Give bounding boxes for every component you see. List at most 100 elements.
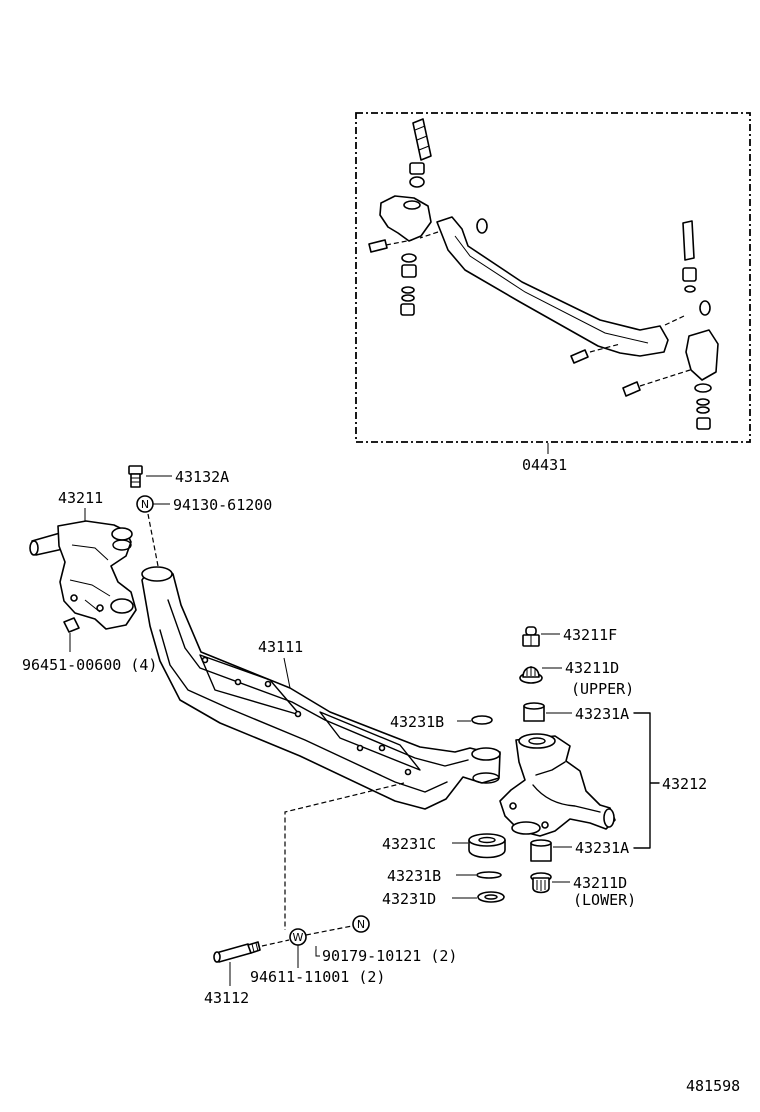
washer-nut-dash bbox=[305, 925, 353, 936]
fitting bbox=[522, 626, 540, 647]
label-bolt-left: 96451-00600 (4) bbox=[22, 656, 157, 674]
inset-assembly: 04431 bbox=[355, 112, 751, 474]
label-knuckle-left: 43211 bbox=[58, 489, 103, 507]
label-bolt-top: 43132A bbox=[175, 468, 229, 486]
bushing-lower bbox=[530, 839, 552, 862]
nut-pin-leader bbox=[315, 946, 320, 957]
inset-bolt-right bbox=[622, 381, 641, 397]
cap-lower-ribs bbox=[536, 880, 546, 891]
inset-cap-left bbox=[409, 176, 425, 188]
inset-axle-beam-flange bbox=[454, 235, 649, 344]
inset-ring-right bbox=[684, 285, 696, 293]
knuckle-right-arm bbox=[532, 761, 601, 813]
inset-assembly-label: 04431 bbox=[522, 456, 567, 474]
inset-bushing-right bbox=[682, 267, 697, 282]
inset-bushing-left-2 bbox=[401, 264, 417, 278]
inset-king-pin-left-lines bbox=[414, 125, 430, 151]
inset-ring-left-1 bbox=[401, 253, 417, 263]
label-nut-top: 94130-61200 bbox=[173, 496, 272, 514]
knuckle-right-bracket bbox=[633, 712, 660, 849]
inset-washer-right-3 bbox=[696, 406, 710, 414]
knuckle-right-lower-boss bbox=[511, 821, 541, 835]
pin-dash bbox=[261, 939, 290, 947]
bolt-top-shank bbox=[130, 473, 141, 488]
axle-beam-outline bbox=[141, 568, 501, 810]
label-beam: 43111 bbox=[258, 638, 303, 656]
bolt-left bbox=[63, 617, 80, 633]
axle-beam-hole-4 bbox=[294, 710, 302, 718]
inset-ring-top bbox=[476, 218, 488, 234]
knuckle-right-spindle-end bbox=[603, 808, 615, 828]
bushing-upper bbox=[523, 702, 545, 722]
inset-frame bbox=[355, 112, 751, 443]
inset-king-pin-left bbox=[412, 118, 432, 161]
inset-dash-right bbox=[639, 369, 691, 387]
label-bushing-lower: 43231A bbox=[575, 839, 629, 857]
label-cap-lower-note: (LOWER) bbox=[573, 891, 636, 909]
washer-outer bbox=[477, 891, 505, 903]
shim-lower bbox=[476, 871, 502, 879]
inset-bolt-center bbox=[570, 349, 589, 364]
axle-beam-right-boss bbox=[471, 747, 501, 761]
knuckle-right-upper-boss bbox=[518, 733, 556, 749]
fitting-tip bbox=[525, 626, 537, 636]
inset-ring-left-3 bbox=[401, 294, 415, 302]
inset-dash-center bbox=[589, 315, 685, 353]
shim-upper bbox=[471, 715, 493, 725]
inset-bushing-right-2 bbox=[696, 417, 711, 430]
label-washer-pin: 94611-11001 (2) bbox=[250, 968, 385, 986]
nut-pin-mark-circle bbox=[352, 915, 370, 933]
pin-body bbox=[215, 943, 252, 963]
label-cap-upper-note: (UPPER) bbox=[571, 680, 634, 698]
axle-beam-hole-1 bbox=[201, 656, 209, 664]
nut-top-dash bbox=[147, 513, 159, 567]
axle-beam-right-boss-bottom bbox=[472, 772, 500, 784]
label-shim-upper: 43231B bbox=[390, 713, 444, 731]
knuckle-left-lower-boss bbox=[110, 598, 134, 614]
washer bbox=[477, 891, 505, 903]
pin-thread-lines bbox=[251, 942, 259, 953]
knuckle-left-hole-1 bbox=[70, 594, 78, 602]
knuckle-right bbox=[499, 733, 616, 837]
knuckle-left-spindle-end bbox=[29, 540, 39, 556]
bearing bbox=[468, 833, 506, 859]
inset-washer-right-2 bbox=[696, 398, 710, 406]
bushing-upper-top bbox=[523, 702, 545, 710]
bushing-lower-top bbox=[530, 839, 552, 847]
label-cap-upper: 43211D bbox=[565, 659, 619, 677]
cap-upper-ribs bbox=[526, 666, 536, 676]
axle-beam-hole-2 bbox=[234, 678, 242, 686]
knuckle-left-hole-2 bbox=[96, 604, 104, 612]
inset-axle-beam bbox=[436, 216, 669, 357]
label-washer: 43231D bbox=[382, 890, 436, 908]
inset-washer-right-1 bbox=[694, 383, 712, 393]
axle-beam bbox=[141, 566, 501, 810]
bolt-top-head bbox=[128, 465, 143, 475]
cap-upper bbox=[519, 666, 543, 684]
knuckle-right-hole-1 bbox=[509, 802, 517, 810]
knuckle-right-hole-2 bbox=[541, 821, 549, 829]
inset-ring-right-2 bbox=[699, 300, 711, 316]
bearing-top bbox=[468, 833, 506, 847]
knuckle-right-upper-boss-bore bbox=[528, 737, 546, 745]
bearing-bore bbox=[478, 836, 496, 844]
inset-knuckle-left-boss bbox=[403, 200, 421, 210]
axle-beam-hole-7 bbox=[404, 768, 412, 776]
axle-beam-hole-6 bbox=[378, 744, 386, 752]
knuckle-left-upper-boss bbox=[111, 527, 133, 541]
inset-ring-left-2 bbox=[401, 286, 415, 294]
knuckle-right-body bbox=[499, 735, 616, 837]
knuckle-left bbox=[29, 520, 137, 630]
cap-lower bbox=[530, 872, 552, 894]
axle-beam-left-boss bbox=[141, 566, 173, 582]
inset-bushing-left-3 bbox=[400, 303, 415, 316]
nut-pin-mark: N bbox=[357, 918, 365, 931]
pin bbox=[213, 941, 261, 963]
bolt-top-threads bbox=[131, 477, 140, 483]
washer-inner bbox=[484, 894, 498, 900]
label-nut-pin: 90179-10121 (2) bbox=[322, 947, 457, 965]
label-cap-lower: 43211D bbox=[573, 874, 627, 892]
axle-beam-hole-5 bbox=[356, 744, 364, 752]
label-pin: 43112 bbox=[204, 989, 249, 1007]
